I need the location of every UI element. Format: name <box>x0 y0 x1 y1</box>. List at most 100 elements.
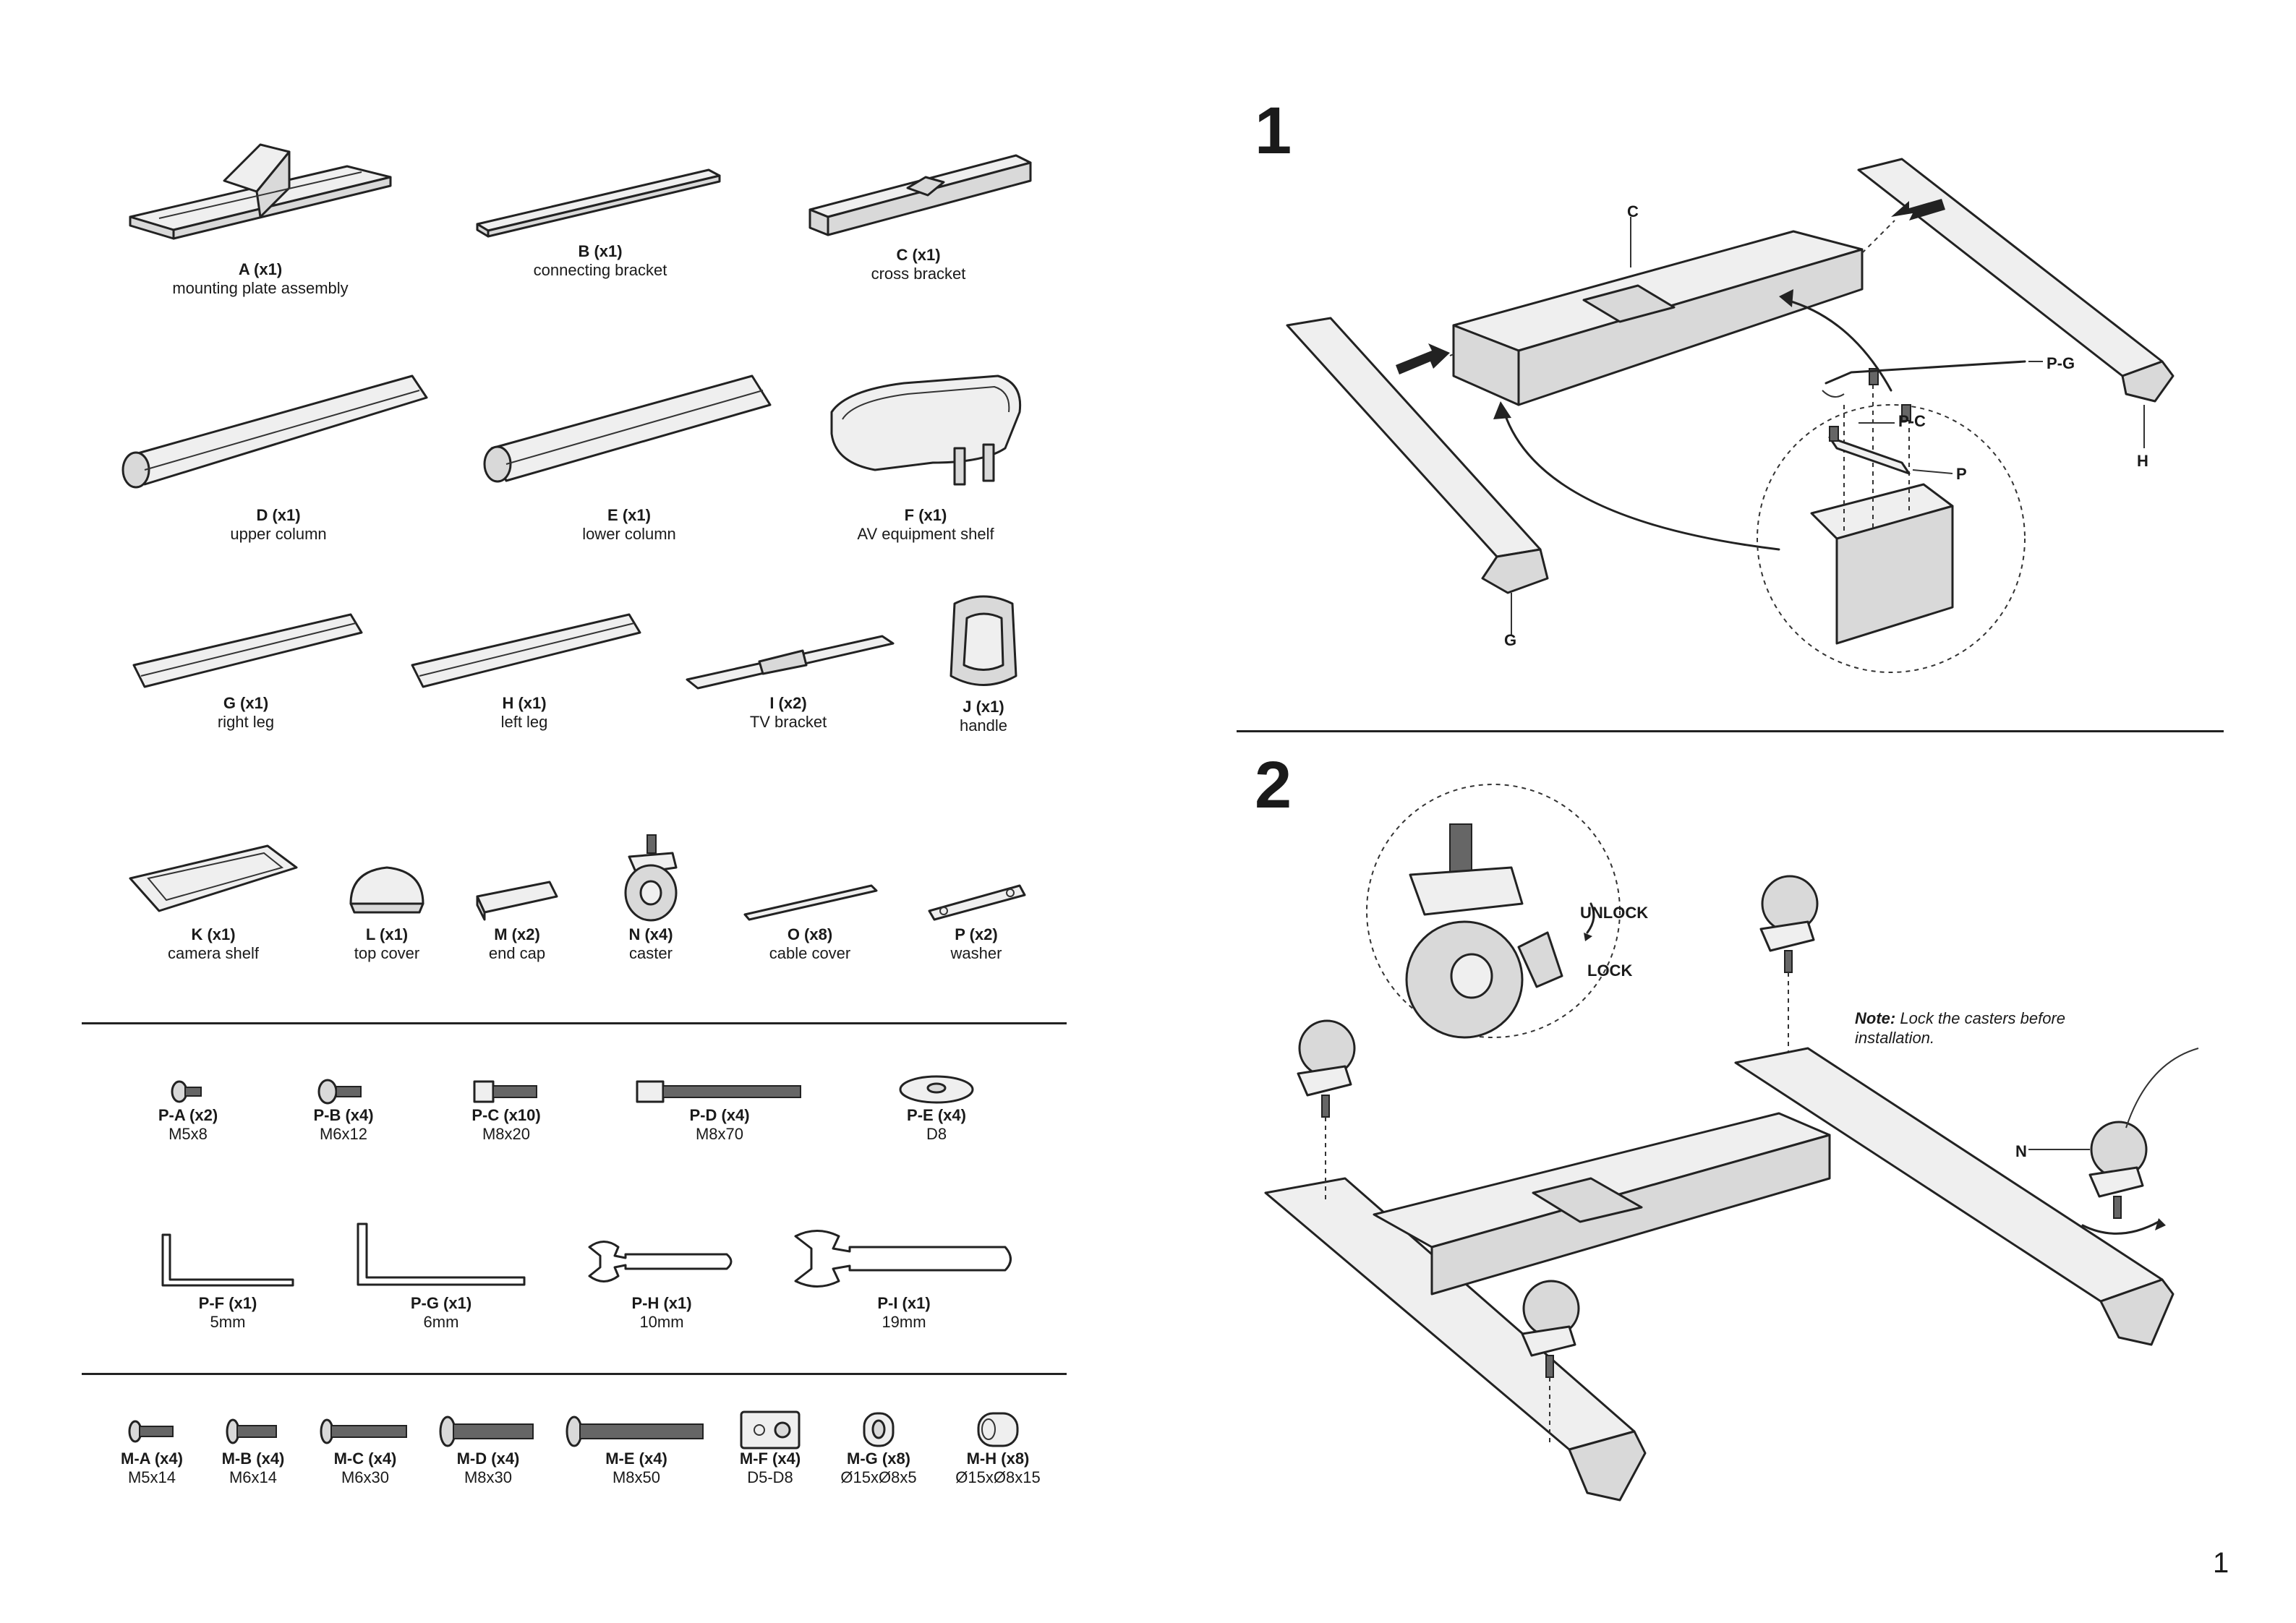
step-2-diagram <box>1264 784 2199 1502</box>
part-desc: connecting bracket <box>533 261 667 279</box>
wrench-10mm-icon <box>588 1241 733 1282</box>
hw-me: M-E (x4) M8x50 <box>557 1413 716 1487</box>
step-2-number: 2 <box>1255 748 1292 822</box>
washer-illustration <box>928 884 1026 921</box>
part-code: B (x1) <box>578 242 623 260</box>
screw-ma-icon <box>128 1420 174 1443</box>
callout-pg: P-G <box>2047 354 2075 372</box>
part-code: P-E (x4) <box>907 1106 966 1124</box>
section-divider <box>82 1022 1067 1024</box>
hw-mf: M-F (x4) D5-D8 <box>723 1410 817 1487</box>
part-code: O (x8) <box>787 925 833 943</box>
part-desc: TV bracket <box>749 713 827 731</box>
part-code: M (x2) <box>494 925 540 943</box>
part-desc: Ø15xØ8x15 <box>955 1468 1041 1486</box>
part-desc: top cover <box>354 944 420 962</box>
part-desc: AV equipment shelf <box>857 525 994 543</box>
part-code: P-G (x1) <box>410 1294 472 1312</box>
part-desc: Ø15xØ8x5 <box>840 1468 917 1486</box>
part-code: P-B (x4) <box>313 1106 374 1124</box>
part-desc: M6x14 <box>229 1468 278 1486</box>
hw-mg: M-G (x8) Ø15xØ8x5 <box>824 1410 933 1487</box>
part-o: O (x8) cable cover <box>730 875 889 963</box>
part-p: P (x2) washer <box>911 875 1041 963</box>
caster-illustration <box>624 834 678 922</box>
right-leg-illustration <box>132 613 363 688</box>
part-desc: M5x8 <box>168 1125 208 1143</box>
lower-column-illustration <box>483 374 772 483</box>
callout-g: G <box>1504 631 1517 649</box>
spacer-plate-mf-icon <box>740 1410 801 1449</box>
part-code: P-A (x2) <box>158 1106 218 1124</box>
part-desc: M8x70 <box>695 1125 744 1143</box>
section-divider <box>82 1373 1067 1375</box>
part-code: M-B (x4) <box>221 1449 285 1468</box>
part-desc: M5x14 <box>127 1468 176 1486</box>
tv-bracket-illustration <box>686 635 895 690</box>
caster-front-left <box>1297 1019 1356 1200</box>
camera-shelf-illustration <box>129 844 298 912</box>
callout-c: C <box>1627 202 1639 220</box>
part-d: D (x1) upper column <box>108 361 448 544</box>
part-code: M-C (x4) <box>333 1449 397 1468</box>
part-h: H (x1) left leg <box>394 607 654 732</box>
part-code: P (x2) <box>955 925 998 943</box>
lock-label: LOCK <box>1587 962 1633 980</box>
part-desc: left leg <box>500 713 548 731</box>
spacer-mg-icon <box>863 1412 895 1447</box>
part-desc: D5-D8 <box>747 1468 793 1486</box>
part-m: M (x2) end cap <box>463 875 571 963</box>
callout-n: N <box>2015 1142 2027 1160</box>
part-desc: M6x12 <box>319 1125 368 1143</box>
part-desc: right leg <box>217 713 275 731</box>
part-desc: mounting plate assembly <box>172 279 349 297</box>
part-code: P-F (x1) <box>198 1294 257 1312</box>
hw-ph: P-H (x1) 10mm <box>579 1233 745 1332</box>
caster-back-right <box>2081 1048 2199 1235</box>
mounting-plate-illustration <box>129 143 392 240</box>
part-c: C (x1) cross bracket <box>795 145 1041 283</box>
part-desc: cable cover <box>769 944 851 962</box>
part-code: M-H (x8) <box>966 1449 1030 1468</box>
part-code: P-I (x1) <box>877 1294 931 1312</box>
hw-mb: M-B (x4) M6x14 <box>210 1413 296 1487</box>
hw-pb: P-B (x4) M6x12 <box>289 1077 398 1144</box>
upper-column-illustration <box>121 374 428 489</box>
hw-ma: M-A (x4) M5x14 <box>108 1413 195 1487</box>
part-desc: cross bracket <box>871 265 966 283</box>
part-code: H (x1) <box>502 694 547 712</box>
caster-back-left <box>1759 875 1819 1052</box>
part-e: E (x1) lower column <box>477 361 781 544</box>
part-desc: 19mm <box>882 1313 926 1331</box>
hw-pe: P-E (x4) D8 <box>875 1074 998 1144</box>
unlock-label: UNLOCK <box>1580 904 1649 922</box>
part-code: D (x1) <box>256 506 301 524</box>
part-desc: upper column <box>230 525 327 543</box>
hw-pd: P-D (x4) M8x70 <box>629 1077 810 1144</box>
top-cover-illustration <box>349 866 424 914</box>
hw-pa: P-A (x2) M5x8 <box>137 1077 239 1144</box>
av-shelf-illustration <box>830 374 1022 486</box>
cable-cover-illustration <box>743 884 878 921</box>
part-code: K (x1) <box>191 925 236 943</box>
cross-bracket-illustration <box>808 154 1032 236</box>
part-code: M-D (x4) <box>456 1449 520 1468</box>
hw-pf: P-F (x1) 5mm <box>152 1229 304 1332</box>
part-l: L (x1) top cover <box>329 860 445 963</box>
part-code: M-A (x4) <box>121 1449 183 1468</box>
callout-h: H <box>2137 452 2148 470</box>
part-desc: handle <box>959 716 1008 735</box>
part-desc: M8x50 <box>612 1468 661 1486</box>
note-text: Lock the casters before installation. <box>1855 1009 2066 1047</box>
bolt-pd-icon <box>636 1080 801 1103</box>
connecting-bracket-illustration <box>476 168 721 238</box>
part-code: F (x1) <box>904 506 947 524</box>
part-desc: washer <box>950 944 1002 962</box>
part-i: I (x2) TV bracket <box>673 622 904 732</box>
part-desc: M6x30 <box>341 1468 390 1486</box>
hw-md: M-D (x4) M8x30 <box>427 1413 550 1487</box>
part-desc: end cap <box>488 944 546 962</box>
hw-pg: P-G (x1) 6mm <box>347 1218 535 1332</box>
screw-mb-icon <box>226 1418 277 1444</box>
step-1-diagram <box>1286 158 2175 673</box>
